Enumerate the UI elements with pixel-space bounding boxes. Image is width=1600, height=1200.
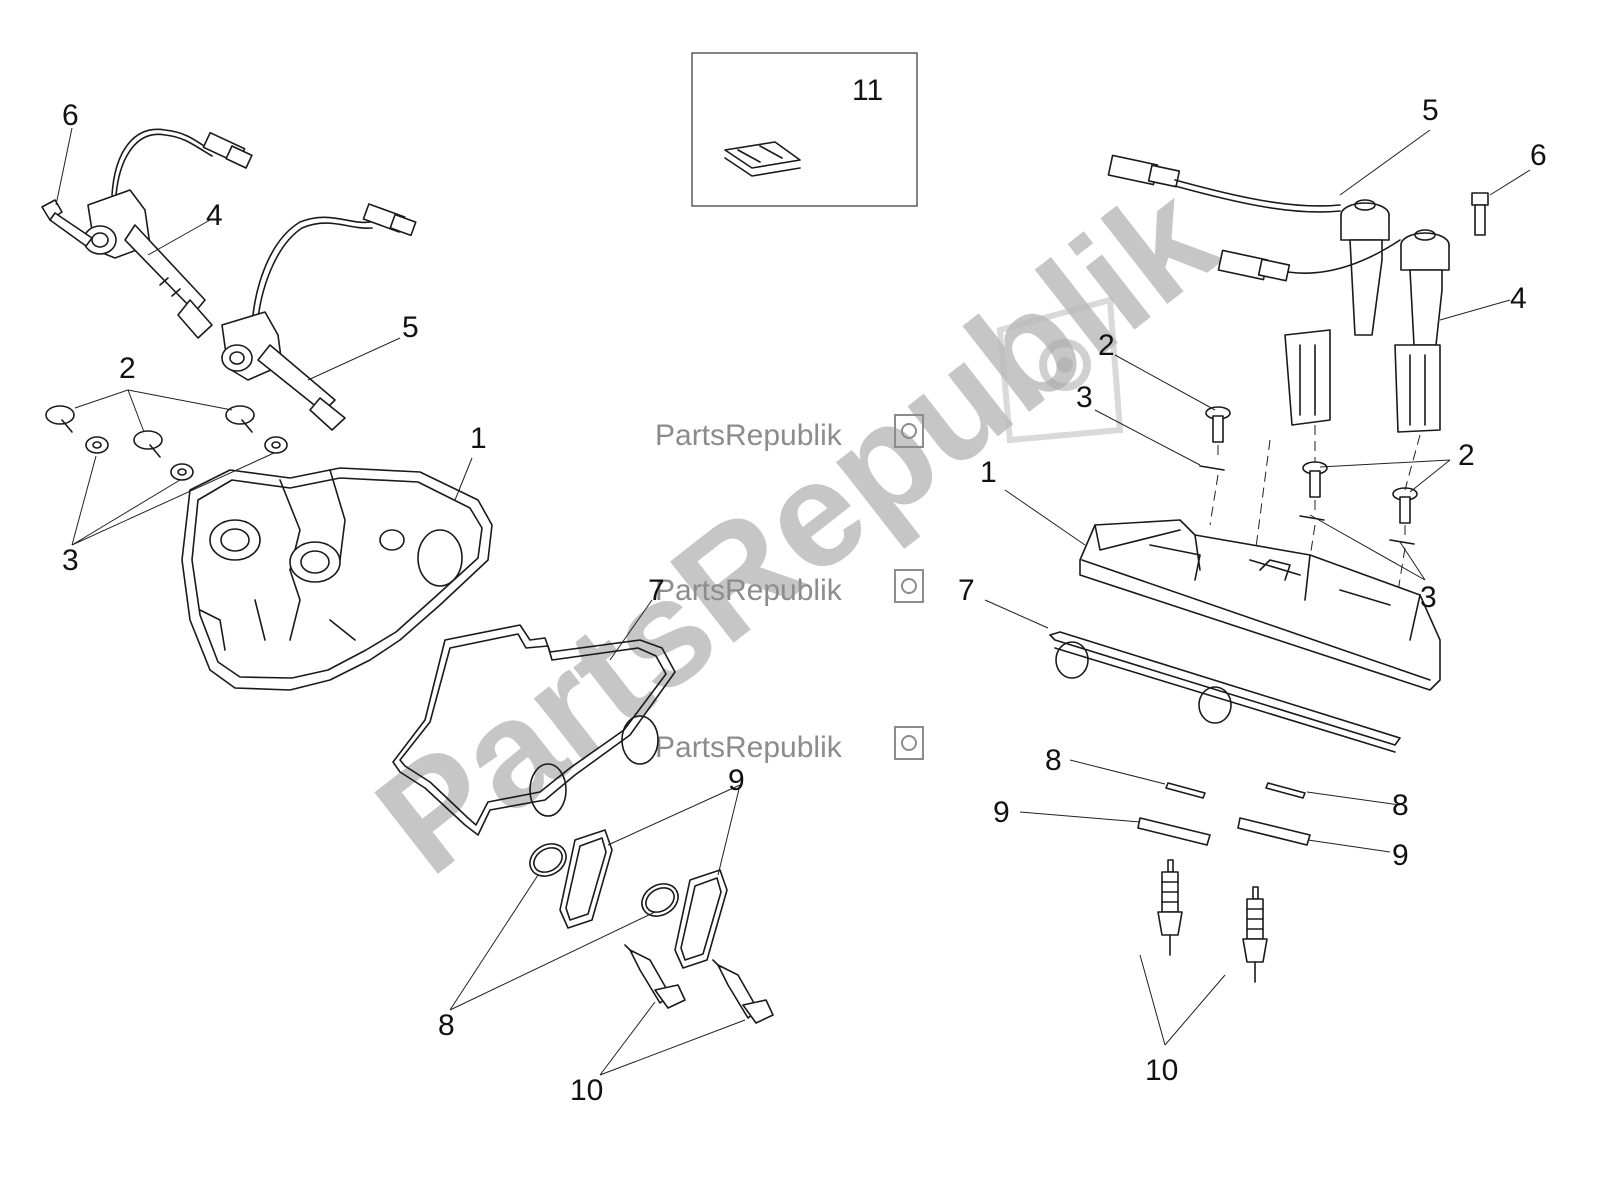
left-screws-2[interactable] <box>45 405 255 458</box>
watermark-text-2: PartsRepublik <box>655 574 843 607</box>
watermark-icon-3 <box>894 726 924 760</box>
callout-4-left: 4 <box>206 199 223 232</box>
callouts-right: 5 6 4 2 3 2 3 1 7 8 8 9 9 10 <box>958 94 1547 1087</box>
right-seals-9[interactable] <box>1137 817 1311 846</box>
callouts-left: 6 4 5 2 3 1 7 9 8 10 11 <box>62 74 883 1107</box>
right-ignition-coil-4[interactable] <box>1217 229 1450 433</box>
right-spark-plugs-10[interactable] <box>1157 859 1268 983</box>
watermark-text-3: PartsRepublik <box>655 731 843 764</box>
callout-3-right-upper: 3 <box>1076 381 1093 414</box>
callout-9-right-right: 9 <box>1392 839 1409 872</box>
callout-5-left: 5 <box>402 311 419 344</box>
left-washers-3[interactable] <box>85 436 288 481</box>
callout-2-right-upper: 2 <box>1098 329 1115 362</box>
callout-9-left: 9 <box>728 764 745 797</box>
callout-10-left: 10 <box>570 1074 603 1107</box>
callout-10-right: 10 <box>1145 1054 1178 1087</box>
right-o-rings-8[interactable] <box>1165 782 1306 799</box>
callout-2-left: 2 <box>119 352 136 385</box>
left-gasket-7[interactable] <box>392 624 676 836</box>
callout-2-right-lower: 2 <box>1458 439 1475 472</box>
callout-7-right: 7 <box>958 574 975 607</box>
callout-3-right-lower: 3 <box>1420 581 1437 614</box>
callout-3-left: 3 <box>62 544 79 577</box>
left-bolt-6[interactable] <box>41 199 93 247</box>
left-ignition-coil-4[interactable] <box>83 128 253 339</box>
watermark-gear-logo <box>996 296 1124 444</box>
left-seals-9[interactable] <box>559 829 728 969</box>
callout-9-right-left: 9 <box>993 796 1010 829</box>
callout-1-left: 1 <box>470 422 487 455</box>
callout-4-right: 4 <box>1510 282 1527 315</box>
kit-box-part-11[interactable] <box>691 52 918 207</box>
right-washers-3[interactable] <box>1199 465 1415 545</box>
left-spark-plugs-10[interactable] <box>624 944 774 1024</box>
right-bolt-6[interactable] <box>1471 192 1489 236</box>
watermark-icon-1 <box>894 414 924 448</box>
right-screws-2[interactable] <box>1205 406 1418 524</box>
callout-11: 11 <box>852 74 883 107</box>
left-ignition-coil-5[interactable] <box>221 203 417 431</box>
callout-8-right-right: 8 <box>1392 789 1409 822</box>
right-ignition-coil-5[interactable] <box>1107 154 1390 426</box>
right-valve-cover-1[interactable] <box>1079 519 1441 691</box>
callout-6-right: 6 <box>1530 139 1547 172</box>
watermark-text-1: PartsRepublik <box>655 419 843 452</box>
callout-5-right: 5 <box>1422 94 1439 127</box>
callout-8-left: 8 <box>438 1009 455 1042</box>
callout-8-right-left: 8 <box>1045 744 1062 777</box>
left-valve-cover-1[interactable] <box>181 467 493 691</box>
left-o-rings-8[interactable] <box>524 838 684 923</box>
callout-6-left: 6 <box>62 99 79 132</box>
callout-1-right: 1 <box>980 456 997 489</box>
watermark-icon-2 <box>894 569 924 603</box>
callout-7-left: 7 <box>648 574 665 607</box>
leader-lines <box>55 127 1531 1076</box>
right-gasket-7[interactable] <box>1049 631 1401 753</box>
